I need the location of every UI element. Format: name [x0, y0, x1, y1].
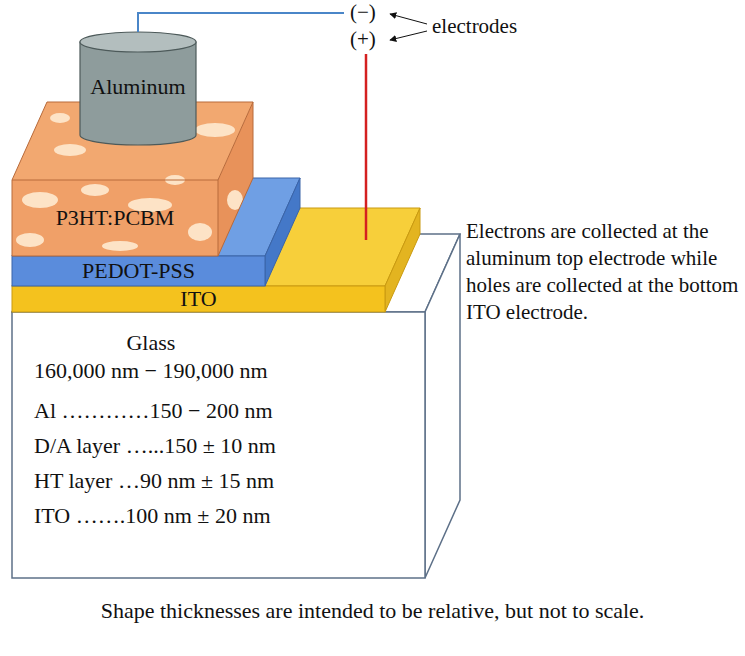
negative-wire — [138, 13, 344, 32]
hole-transport-layer: PEDOT-PSS — [12, 256, 265, 286]
caption: Shape thicknesses are intended to be rel… — [0, 598, 745, 624]
polarity-label: (+) — [350, 27, 376, 52]
layer-label: ITO — [180, 286, 216, 311]
thickness-row: HT layer …90 nm ± 15 nm — [34, 468, 274, 493]
callout-label: electrodes — [432, 14, 517, 39]
note-text: Electrons are collected at the aluminum … — [466, 218, 740, 326]
layer-label: Aluminum — [90, 74, 185, 99]
ito-electrode: ITO — [12, 286, 385, 312]
aluminum-electrode: Aluminum — [80, 56, 196, 118]
pedot-pss-layer — [12, 178, 300, 286]
pointer-arrow — [390, 31, 427, 40]
pointer-arrow — [390, 14, 427, 24]
polarity-label: (−) — [350, 0, 376, 25]
layer-name: Glass — [126, 330, 175, 355]
layer-label: P3HT:PCBM — [56, 205, 175, 230]
thickness-row: D/A layer …...150 ± 10 nm — [34, 433, 276, 458]
aluminum-cylinder — [80, 32, 196, 145]
thickness-range: 160,000 nm − 190,000 nm — [34, 358, 268, 383]
thickness-row: ITO …….100 nm ± 20 nm — [34, 503, 271, 528]
active-layer: P3HT:PCBM — [12, 180, 218, 256]
glass-substrate: Glass 160,000 nm − 190,000 nm Al …………150 −… — [12, 312, 425, 578]
thickness-row: Al …………150 − 200 nm — [34, 398, 273, 423]
positive-wire — [365, 54, 368, 240]
layer-label: PEDOT-PSS — [82, 258, 195, 283]
